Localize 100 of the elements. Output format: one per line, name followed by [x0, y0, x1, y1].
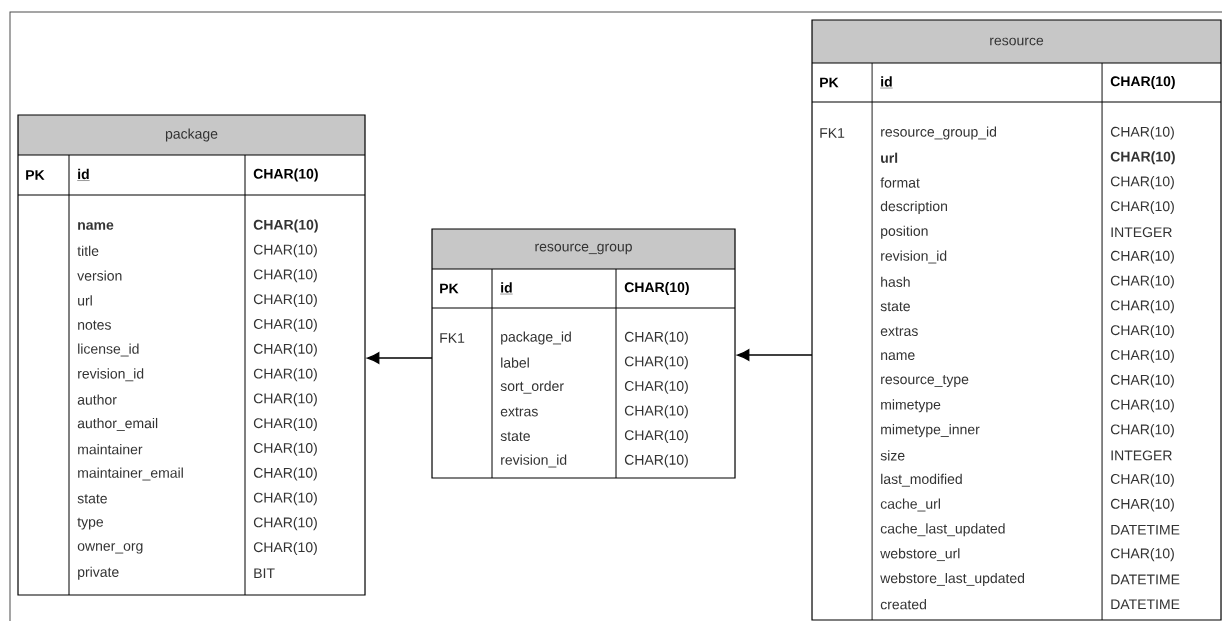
table-title: resource_group: [535, 243, 632, 255]
column-name: mimetype_inner: [881, 424, 980, 438]
column-type: CHAR(10): [1110, 498, 1174, 512]
column-name: mimetype: [881, 399, 941, 413]
column-name: last_modified: [881, 473, 962, 487]
column-name: cache_url: [880, 498, 940, 512]
arrow: [736, 349, 813, 361]
column-name: package_id: [501, 331, 571, 345]
column-name: revision_id: [78, 368, 144, 382]
column-name: hash: [881, 276, 910, 287]
column-name: state: [77, 494, 107, 504]
column-name: resource_type: [881, 375, 969, 387]
column-type: CHAR(10): [253, 343, 317, 357]
column-type: CHAR(10): [624, 405, 688, 419]
column-name: url: [78, 295, 92, 306]
column-name: sort_order: [500, 380, 564, 394]
column-type: CHAR(10): [253, 244, 317, 258]
column-name: revision_id: [501, 454, 567, 468]
column-name: version: [77, 270, 122, 281]
entity-table: [431, 228, 736, 479]
column-name: id: [500, 282, 513, 295]
column-type: CHAR(10): [1110, 250, 1174, 264]
column-type: INTEGER: [1111, 227, 1172, 238]
table-title: resource: [990, 37, 1044, 46]
column-type: BIT: [254, 568, 275, 578]
column-type: CHAR(10): [1110, 275, 1174, 289]
column-type: CHAR(10): [1110, 399, 1174, 413]
column-type: DATETIME: [1111, 599, 1180, 609]
column-name: revision_id: [881, 250, 947, 264]
column-name: name: [881, 352, 915, 361]
column-name: license_id: [78, 343, 139, 357]
column-type: CHAR(10): [1110, 300, 1174, 314]
column-type: CHAR(10): [253, 517, 317, 531]
column-type: CHAR(10): [253, 417, 317, 431]
column-name: extras: [500, 407, 538, 417]
key-label: PK: [440, 283, 459, 294]
column-name: notes: [78, 320, 111, 330]
column-name: owner_org: [77, 543, 143, 554]
column-name: created: [880, 599, 926, 610]
column-type: CHAR(10): [253, 318, 317, 332]
column-type: CHAR(10): [1110, 473, 1174, 487]
column-type: CHAR(10): [253, 168, 318, 182]
column-type: DATETIME: [1111, 525, 1180, 535]
column-type: CHAR(10): [624, 429, 688, 443]
column-name: webstore_url: [880, 548, 960, 562]
key-label: PK: [26, 170, 45, 180]
column-type: CHAR(10): [1110, 126, 1174, 140]
column-name: description: [880, 200, 947, 214]
column-name: label: [501, 357, 529, 368]
column-type: CHAR(10): [1110, 151, 1175, 165]
column-type: CHAR(10): [624, 331, 688, 345]
column-type: CHAR(10): [253, 219, 318, 233]
column-name: id: [880, 76, 893, 89]
column-name: id: [77, 168, 90, 181]
column-type: CHAR(10): [624, 356, 688, 370]
column-name: extras: [880, 326, 918, 336]
column-type: CHAR(10): [1110, 75, 1175, 89]
column-type: CHAR(10): [253, 368, 317, 382]
column-type: CHAR(10): [253, 467, 317, 481]
column-type: CHAR(10): [1110, 200, 1174, 214]
column-type: CHAR(10): [1110, 424, 1174, 438]
column-name: private: [78, 566, 119, 580]
column-type: CHAR(10): [253, 541, 317, 555]
key-label: FK1: [440, 333, 465, 343]
column-type: CHAR(10): [624, 454, 688, 468]
column-type: CHAR(10): [624, 282, 689, 295]
column-type: CHAR(10): [1110, 374, 1174, 388]
column-type: CHAR(10): [253, 269, 317, 283]
column-name: position: [881, 225, 928, 239]
column-type: CHAR(10): [1110, 548, 1174, 562]
column-type: CHAR(10): [1110, 349, 1174, 363]
column-name: state: [880, 302, 910, 312]
column-name: state: [500, 431, 530, 441]
column-type: CHAR(10): [253, 393, 317, 407]
column-name: name: [78, 222, 114, 230]
column-name: maintainer_email: [78, 467, 183, 481]
column-type: CHAR(10): [1110, 324, 1174, 338]
entity-table: [811, 19, 1222, 621]
column-name: size: [880, 450, 905, 461]
column-type: CHAR(10): [1110, 176, 1174, 190]
column-type: CHAR(10): [253, 293, 317, 307]
column-type: CHAR(10): [624, 380, 688, 394]
column-type: DATETIME: [1111, 574, 1180, 585]
entity-table: [17, 114, 366, 596]
column-name: maintainer: [78, 444, 143, 455]
table-title: package: [165, 128, 218, 142]
column-name: author: [77, 394, 117, 405]
arrow: [366, 352, 433, 364]
key-label: PK: [820, 77, 839, 88]
column-name: webstore_last_updated: [880, 572, 1025, 586]
column-name: resource_group_id: [881, 126, 997, 140]
column-name: type: [77, 517, 104, 530]
column-name: cache_last_updated: [880, 523, 1005, 537]
column-name: url: [881, 152, 898, 163]
column-name: author_email: [77, 417, 158, 431]
column-name: format: [880, 177, 920, 188]
column-name: title: [77, 245, 99, 256]
column-type: CHAR(10): [253, 442, 317, 456]
key-label: FK1: [820, 128, 845, 138]
column-type: INTEGER: [1111, 450, 1172, 461]
